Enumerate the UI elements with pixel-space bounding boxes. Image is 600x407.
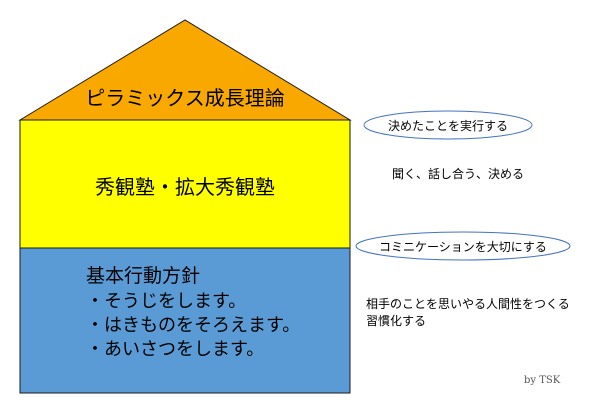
roof-label: ピラミックス成長理論 bbox=[85, 85, 285, 110]
credit-text: by TSK bbox=[524, 375, 561, 386]
oval-execute bbox=[363, 110, 533, 140]
base-block bbox=[19, 247, 351, 394]
base-text: 基本行動方針 ・そうじをします。 ・はきものをそろえます。 ・あいさつをします。 bbox=[86, 264, 346, 362]
note-humanity-line: 習慣化する bbox=[366, 314, 427, 328]
oval-execute-label: 決めたことを実行する bbox=[387, 118, 508, 133]
base-item: ・そうじをします。 bbox=[86, 291, 247, 312]
middle-label: 秀観塾・拡大秀観塾 bbox=[95, 174, 275, 199]
oval-communication bbox=[355, 231, 571, 261]
note-humanity: 相手のことを思いやる人間性をつくる 習慣化する bbox=[366, 296, 570, 330]
note-humanity-line: 相手のことを思いやる人間性をつくる bbox=[366, 297, 570, 311]
oval-communication-label: コミニケーションを大切にする bbox=[379, 239, 547, 254]
base-item: ・あいさつをします。 bbox=[86, 339, 265, 360]
base-heading: 基本行動方針 bbox=[86, 265, 201, 287]
middle-block bbox=[19, 119, 351, 249]
note-listen-discuss: 聞く、話し合う、決める bbox=[392, 167, 525, 181]
base-item: ・はきものをそろえます。 bbox=[86, 315, 301, 336]
